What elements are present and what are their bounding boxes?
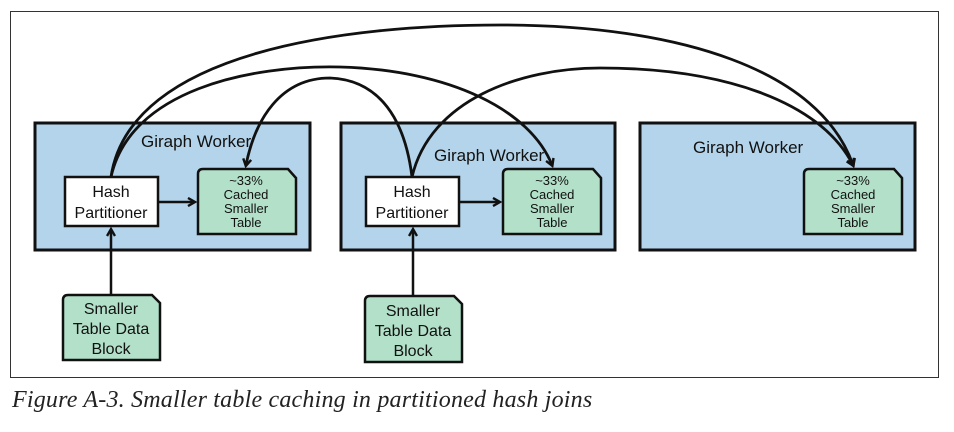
figure-caption: Figure A-3. Smaller table caching in par…	[12, 387, 593, 413]
svg-text:Block: Block	[393, 343, 433, 360]
cache-2	[501, 167, 603, 236]
svg-text:Cached: Cached	[530, 187, 575, 202]
edge-partitioner1-cache2	[109, 65, 552, 178]
svg-text:Table Data: Table Data	[73, 321, 150, 338]
svg-text:~33%: ~33%	[535, 173, 569, 188]
svg-text:Smaller: Smaller	[224, 201, 269, 216]
cache-3-text: ~33% Cached Smaller Table	[831, 173, 876, 230]
edge-partitioner1-cache3	[109, 23, 853, 178]
svg-text:Smaller: Smaller	[530, 201, 575, 216]
svg-text:Smaller: Smaller	[84, 301, 139, 318]
svg-text:~33%: ~33%	[229, 173, 263, 188]
svg-text:Table Data: Table Data	[375, 323, 452, 340]
worker-2-label: Giraph Worker	[434, 146, 545, 165]
svg-text:~33%: ~33%	[836, 173, 870, 188]
source-1-text: Smaller Table Data Block	[73, 301, 150, 358]
figure-frame	[10, 11, 939, 378]
partitioner-2	[364, 175, 461, 228]
svg-text:Smaller: Smaller	[386, 303, 441, 320]
source-2	[363, 294, 464, 364]
partitioner-1-line1: Hash	[92, 184, 129, 201]
cache-1-text: ~33% Cached Smaller Table	[224, 173, 269, 230]
svg-text:Table: Table	[536, 215, 567, 230]
svg-text:Cached: Cached	[224, 187, 269, 202]
partitioner-2-line1: Hash	[393, 184, 430, 201]
svg-text:Cached: Cached	[831, 187, 876, 202]
source-2-text: Smaller Table Data Block	[375, 303, 452, 360]
svg-text:Block: Block	[91, 341, 131, 358]
svg-text:Table: Table	[230, 215, 261, 230]
cache-3	[802, 167, 904, 236]
partitioner-1-line2: Partitioner	[75, 205, 149, 222]
edge-partitioner2-cache3	[410, 66, 853, 178]
cache-1	[196, 167, 298, 236]
partitioner-2-line2: Partitioner	[376, 205, 450, 222]
worker-1-label: Giraph Worker	[141, 132, 252, 151]
source-1	[61, 293, 162, 362]
worker-3-label: Giraph Worker	[693, 138, 804, 157]
edge-partitioner2-cache1	[246, 76, 414, 178]
svg-text:Table: Table	[837, 215, 868, 230]
svg-text:Smaller: Smaller	[831, 201, 876, 216]
cache-2-text: ~33% Cached Smaller Table	[530, 173, 575, 230]
